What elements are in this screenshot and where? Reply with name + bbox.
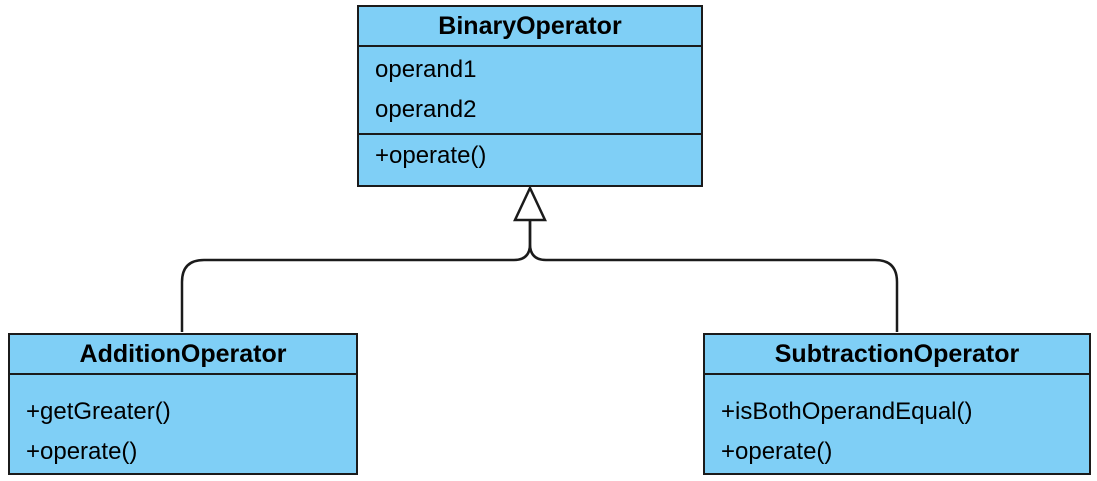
- attribute: operand1: [375, 56, 477, 83]
- class-binary-operator: BinaryOperator operand1 operand2 +operat…: [357, 5, 703, 187]
- method: +getGreater(): [26, 398, 171, 425]
- class-attributes: operand1 operand2: [359, 47, 701, 135]
- class-name: AdditionOperator: [10, 335, 356, 375]
- method: +operate(): [26, 438, 138, 465]
- class-methods: +operate(): [359, 135, 701, 176]
- method: +operate(): [375, 142, 487, 169]
- addition-inheritance-line: [180, 220, 532, 332]
- generalization-arrowhead: [513, 185, 547, 222]
- attribute: operand2: [375, 96, 477, 123]
- class-addition-operator: AdditionOperator +getGreater() +operate(…: [8, 333, 358, 475]
- subtraction-inheritance-line: [528, 220, 899, 332]
- class-subtraction-operator: SubtractionOperator +isBothOperandEqual(…: [703, 333, 1091, 475]
- method: +operate(): [721, 438, 833, 465]
- class-methods: +getGreater() +operate(): [10, 375, 356, 472]
- class-name: BinaryOperator: [359, 7, 701, 47]
- class-name: SubtractionOperator: [705, 335, 1089, 375]
- method: +isBothOperandEqual(): [721, 398, 973, 425]
- class-methods: +isBothOperandEqual() +operate(): [705, 375, 1089, 472]
